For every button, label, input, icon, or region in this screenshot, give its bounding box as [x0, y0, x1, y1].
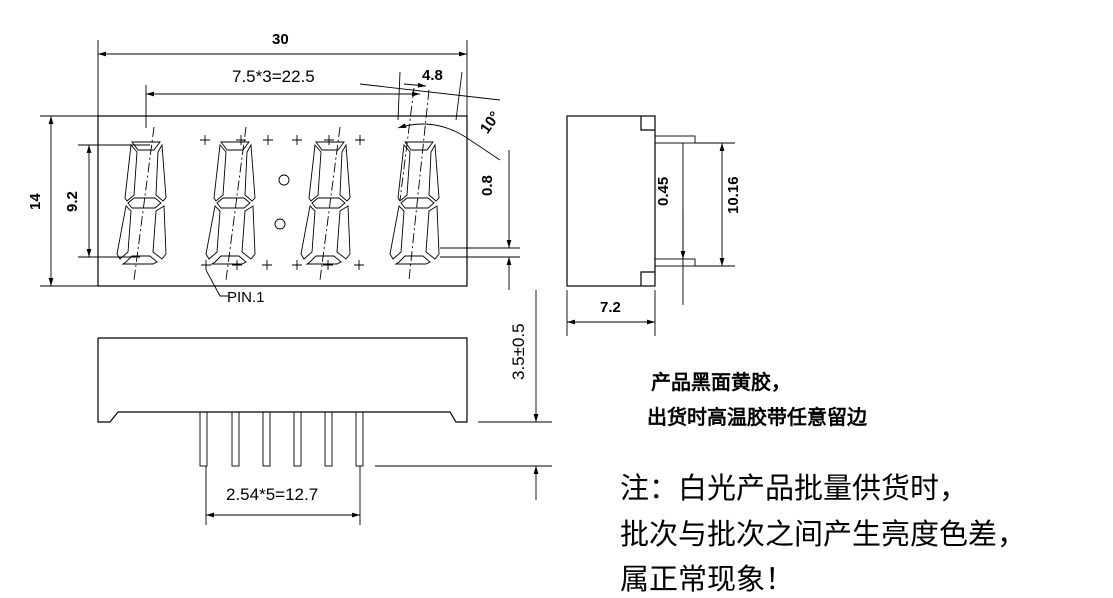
- digit-3: [300, 141, 351, 265]
- bottom-pins: [199, 411, 364, 467]
- svg-text:10.16: 10.16: [725, 176, 742, 214]
- svg-text:9.2: 9.2: [64, 191, 81, 212]
- svg-text:14: 14: [27, 193, 44, 210]
- svg-text:7.5*3=22.5: 7.5*3=22.5: [232, 67, 315, 86]
- dimension-overall-width: 30: [97, 31, 468, 116]
- svg-text:0.8: 0.8: [479, 175, 496, 196]
- digit-2: [205, 141, 256, 265]
- dimension-body-height: 14: [27, 115, 98, 287]
- colon-dot-upper: [278, 174, 290, 186]
- svg-text:3.5±0.5: 3.5±0.5: [509, 323, 528, 380]
- dimension-segment-offset: 4.8: [359, 67, 501, 121]
- bottom-body-outline: [97, 337, 468, 423]
- digit-4: [389, 141, 440, 265]
- digit-center-lines: [133, 87, 430, 281]
- front-view: PIN.1: [97, 87, 468, 306]
- svg-text:0.45: 0.45: [655, 177, 672, 206]
- dimension-digit-pitch: 7.5*3=22.5: [145, 67, 420, 128]
- note-warning-line3: 属正常现象！: [620, 562, 795, 596]
- pin1-leader: [205, 269, 228, 297]
- dimension-dp-size: 0.8: [440, 150, 520, 290]
- note-product-line1: 产品黑面黄胶，: [651, 370, 791, 394]
- note-warning-line1: 注：白光产品批量供货时，: [620, 471, 969, 505]
- svg-text:4.8: 4.8: [422, 67, 443, 84]
- colon-dot-lower: [274, 218, 286, 230]
- note-product-line2: 出货时高温胶带任意留边: [647, 405, 867, 429]
- side-body-outline: [566, 115, 656, 287]
- side-view: 10.16 0.45 7.2: [566, 115, 742, 336]
- side-pin-lower: [654, 258, 696, 267]
- side-pin-upper: [654, 135, 696, 144]
- display-body-outline: [97, 115, 468, 287]
- svg-text:10°: 10°: [477, 108, 504, 136]
- digit-1: [116, 141, 167, 265]
- pin1-label: PIN.1: [227, 289, 265, 306]
- pin-cross-marks: [200, 135, 365, 270]
- svg-text:7.2: 7.2: [600, 299, 621, 316]
- dimension-digit-height: 9.2: [64, 144, 150, 258]
- svg-text:30: 30: [272, 31, 289, 48]
- note-warning-line2: 批次与批次之间产生亮度色差，: [620, 517, 1027, 551]
- svg-text:2.54*5=12.7: 2.54*5=12.7: [226, 485, 318, 504]
- bottom-view: 3.5±0.5 2.54*5=12.7: [97, 290, 552, 525]
